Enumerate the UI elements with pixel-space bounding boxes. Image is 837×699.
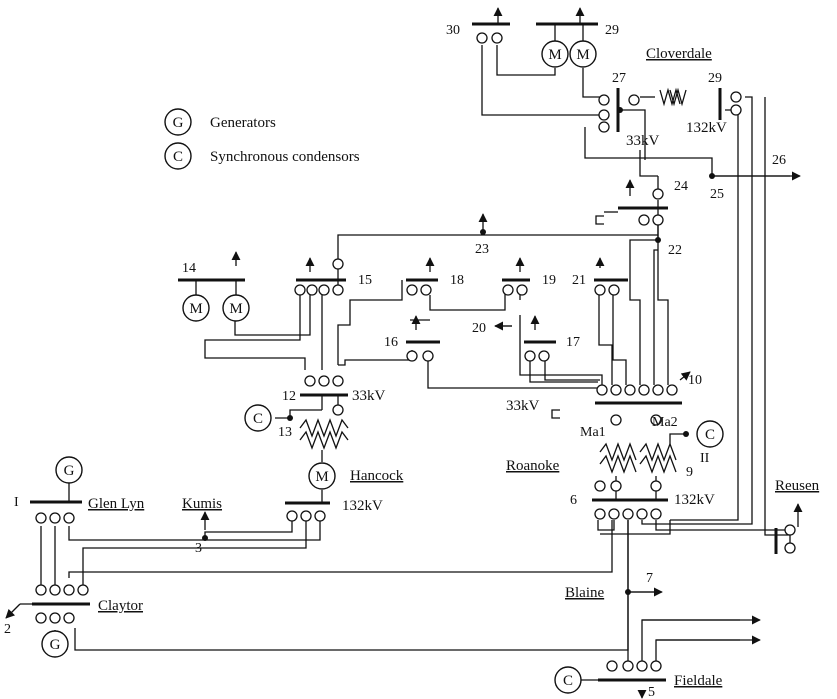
- ma1-transformer-bottom: [599, 454, 637, 474]
- bus-label: 9: [686, 465, 693, 480]
- place-blaine: Blaine: [565, 585, 604, 601]
- motor-letter: M: [189, 301, 202, 317]
- place-glen-lyn: Glen Lyn: [88, 496, 145, 512]
- legend-g-symbol: G: [173, 115, 184, 131]
- bus-label: I: [14, 495, 19, 510]
- bus-label: 15: [358, 273, 372, 288]
- motor-letter: M: [229, 301, 242, 317]
- circuit-breakers: [35, 32, 796, 672]
- place-roanoke: Roanoke: [506, 458, 560, 474]
- condenser-13-icon: [244, 404, 272, 432]
- bus-label: 18: [450, 273, 464, 288]
- hancock-transformer-bottom: [299, 430, 349, 450]
- bus-label: II: [700, 451, 710, 466]
- bus-label: 7: [646, 571, 653, 586]
- condenser-letter: C: [705, 427, 715, 443]
- bus-bars: [30, 22, 778, 682]
- bus-label: 13: [278, 425, 292, 440]
- bus-label: 26: [772, 153, 786, 168]
- condenser-letter: C: [253, 411, 263, 427]
- bus-label: 17: [566, 335, 580, 350]
- bus-label: 16: [384, 335, 398, 350]
- bus-label: 29: [708, 71, 722, 86]
- cloverdale-transformer-b: [669, 87, 687, 107]
- place-hancock: Hancock: [350, 468, 404, 484]
- bus-label: 3: [195, 541, 202, 556]
- bus-label: 6: [570, 493, 577, 508]
- bus-label: 23: [475, 242, 489, 257]
- motor-letter: M: [548, 47, 561, 63]
- motor-letter: M: [576, 47, 589, 63]
- transmission-lines: [40, 45, 791, 681]
- bus-label: 24: [674, 179, 688, 194]
- transformers: [299, 87, 687, 474]
- load-arrows: [5, 7, 803, 699]
- voltage-label: 33kV: [352, 388, 386, 404]
- gen-letter: G: [64, 463, 75, 479]
- transformer-label-ma1: Ma1: [580, 425, 606, 440]
- bus-label: 5: [648, 685, 655, 699]
- voltage-label: 132kV: [342, 498, 383, 514]
- gen-letter: G: [50, 637, 61, 653]
- place-claytor: Claytor: [98, 598, 143, 614]
- bus-label: 27: [612, 71, 626, 86]
- bus-label: 22: [668, 243, 682, 258]
- bus-label: 10: [688, 373, 702, 388]
- place-fieldale: Fieldale: [674, 673, 723, 689]
- place-kumis: Kumis: [182, 496, 222, 512]
- bus-label: 19: [542, 273, 556, 288]
- ma2-transformer-bottom: [639, 454, 677, 474]
- motor-letter: M: [315, 469, 328, 485]
- legend: G Generators C Synchronous condensors: [173, 115, 360, 165]
- ma1-transformer-top: [599, 442, 637, 462]
- bus-label: 2: [4, 622, 11, 637]
- motor-hancock-icon: [308, 462, 336, 490]
- voltage-label: 132kV: [686, 120, 727, 136]
- legend-c-symbol: C: [173, 149, 183, 165]
- voltage-label: 33kV: [506, 398, 540, 414]
- generator-claytor-icon: [41, 630, 69, 658]
- legend-c-text: Synchronous condensors: [210, 149, 360, 165]
- legend-generator-icon: [164, 108, 192, 136]
- bus-label: 14: [182, 261, 196, 276]
- legend-g-text: Generators: [210, 115, 276, 131]
- legend-condenser-icon: [164, 142, 192, 170]
- transformer-label-ma2: Ma2: [652, 415, 678, 430]
- hancock-transformer-top: [299, 418, 349, 438]
- bus-label: 29: [605, 23, 619, 38]
- junction-dots: [202, 107, 715, 595]
- bus-label: 30: [446, 23, 460, 38]
- bus-label: 25: [710, 187, 724, 202]
- condenser-letter: C: [563, 673, 573, 689]
- shunt-symbols: [551, 211, 618, 419]
- condenser-11-icon: [696, 420, 724, 448]
- place-reusen: Reusen: [775, 478, 820, 494]
- voltage-label: 33kV: [626, 133, 660, 149]
- voltage-label: 132kV: [674, 492, 715, 508]
- bus-label: 20: [472, 321, 486, 336]
- place-cloverdale: Cloverdale: [646, 46, 712, 62]
- bus-label: 12: [282, 389, 296, 404]
- bus-label: 21: [572, 273, 586, 288]
